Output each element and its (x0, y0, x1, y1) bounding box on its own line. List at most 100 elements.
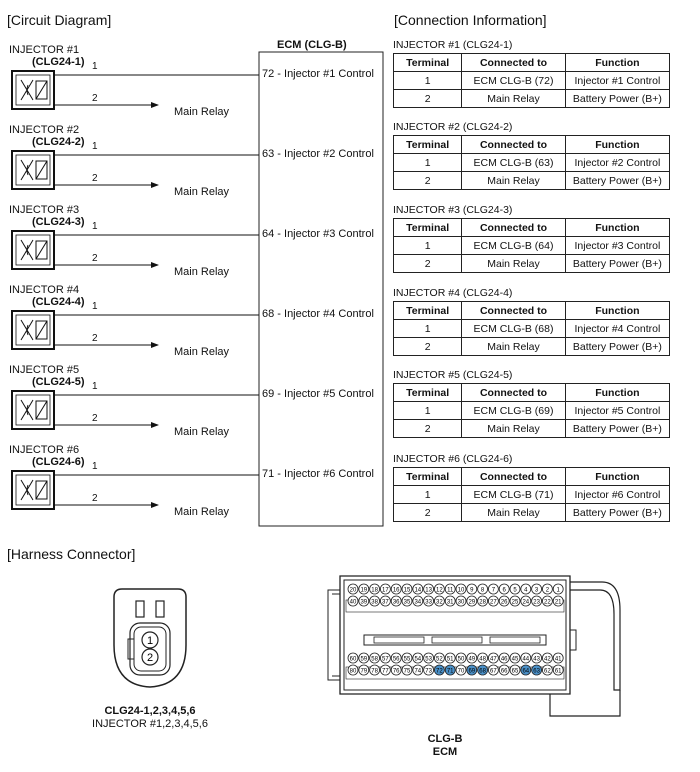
svg-text:7: 7 (492, 587, 496, 593)
table-header: Terminal (392, 301, 463, 320)
injector-symbol-1 (11, 70, 259, 110)
svg-text:2: 2 (546, 587, 550, 593)
svg-text:79: 79 (360, 668, 367, 674)
table-header: Terminal (392, 467, 463, 486)
ecm-pin-46: 46 (498, 652, 510, 664)
injector-2-pin1-label: 1 (92, 141, 98, 152)
latch-slot-left (135, 600, 145, 618)
svg-text:74: 74 (414, 668, 421, 674)
svg-text:37: 37 (382, 599, 389, 605)
svg-text:24: 24 (522, 599, 529, 605)
ecm-pin-27: 27 (487, 595, 499, 607)
ecm-pin-2: 2 (541, 583, 553, 595)
svg-text:69: 69 (468, 668, 475, 674)
svg-text:11: 11 (447, 587, 454, 593)
svg-text:28: 28 (479, 599, 486, 605)
ecm-pin-78: 78 (369, 664, 380, 676)
svg-text:13: 13 (425, 587, 432, 593)
ecm-pin-10: 10 (455, 583, 467, 595)
injector-connector: 1 2 (113, 588, 187, 688)
svg-text:19: 19 (360, 587, 367, 593)
ecm-pin-16: 16 (390, 583, 402, 595)
ecm-pin-74: 74 (412, 664, 424, 676)
svg-text:55: 55 (404, 656, 411, 662)
svg-text:64: 64 (522, 668, 529, 674)
injector-4-relay-label: Main Relay (174, 346, 230, 358)
ecm-pin-20: 20 (347, 583, 359, 595)
svg-text:21: 21 (555, 599, 562, 605)
ecm-pin-15: 15 (401, 583, 413, 595)
svg-text:45: 45 (512, 656, 519, 662)
table-cell: 2 (392, 337, 463, 356)
ecm-pin-79: 79 (358, 664, 370, 676)
svg-text:53: 53 (425, 656, 432, 662)
svg-text:18: 18 (371, 587, 378, 593)
injector-connector-caption-name: INJECTOR #1,2,3,4,5,6 (92, 718, 208, 730)
inj-pin-1-label: 1 (147, 635, 153, 647)
injector-symbol-2 (11, 150, 259, 190)
table-cell: Main Relay (461, 89, 566, 108)
table-cell: 2 (392, 254, 463, 273)
injector-4-name: INJECTOR #4 (9, 284, 80, 296)
ecm-pin-58: 58 (369, 652, 380, 664)
ecm-pin-37: 37 (380, 595, 391, 607)
injector-3-pin2-label: 2 (92, 253, 98, 264)
ecm-pin-13: 13 (423, 583, 434, 595)
svg-text:57: 57 (382, 656, 389, 662)
svg-text:23: 23 (533, 599, 540, 605)
svg-text:16: 16 (393, 587, 400, 593)
injector-6-code: (CLG24-6) (32, 456, 85, 468)
svg-text:25: 25 (512, 599, 519, 605)
table-cell: Injector #5 Control (564, 401, 671, 420)
ecm-pin-51: 51 (444, 652, 456, 664)
table-cell: Battery Power (B+) (564, 503, 671, 522)
ecm-pin-48: 48 (477, 652, 489, 664)
ecm-pin-75: 75 (401, 664, 413, 676)
svg-text:65: 65 (512, 668, 519, 674)
svg-text:31: 31 (447, 599, 454, 605)
ecm-pin-6: 6 (498, 583, 510, 595)
table-cell: ECM CLG-B (68) (461, 319, 566, 338)
ecm-pin-41: 41 (552, 652, 564, 664)
svg-text:46: 46 (501, 656, 508, 662)
svg-text:29: 29 (468, 599, 475, 605)
ecm-pin-18: 18 (369, 583, 380, 595)
ecm-pin-44: 44 (520, 652, 532, 664)
injector-2-pin2-label: 2 (92, 173, 98, 184)
ecm-pin-2-label: 63 - Injector #2 Control (262, 148, 374, 160)
table-cell: 2 (392, 503, 463, 522)
svg-text:42: 42 (544, 656, 551, 662)
table-cell: Battery Power (B+) (564, 419, 671, 438)
ecm-box (258, 51, 384, 527)
ecm-pin-68: 68 (477, 664, 489, 676)
ecm-pin-12: 12 (434, 583, 445, 595)
svg-text:63: 63 (533, 668, 540, 674)
injector-connector-caption-code: CLG24-1,2,3,4,5,6 (104, 705, 196, 717)
table-header: Function (564, 135, 671, 154)
ecm-pin-36: 36 (390, 595, 402, 607)
ecm-pin-11: 11 (444, 583, 456, 595)
connection-table-6-title: INJECTOR #6 (CLG24-6) (393, 453, 513, 465)
injector-5-name: INJECTOR #5 (9, 364, 80, 376)
connection-table-1-title: INJECTOR #1 (CLG24-1) (393, 39, 513, 51)
injector-2-relay-label: Main Relay (174, 186, 230, 198)
ecm-pin-4: 4 (520, 583, 532, 595)
svg-text:78: 78 (371, 668, 378, 674)
svg-text:30: 30 (458, 599, 465, 605)
ecm-pin-3: 3 (531, 583, 543, 595)
table-cell: ECM CLG-B (64) (461, 236, 566, 255)
svg-text:6: 6 (503, 587, 507, 593)
ecm-pin-31: 31 (444, 595, 456, 607)
injector-5-pin1-label: 1 (92, 381, 98, 392)
injector-6-relay-label: Main Relay (174, 506, 230, 518)
ecm-pin-57: 57 (380, 652, 391, 664)
ecm-pin-32: 32 (434, 595, 445, 607)
inj-pin-2 (141, 648, 159, 666)
